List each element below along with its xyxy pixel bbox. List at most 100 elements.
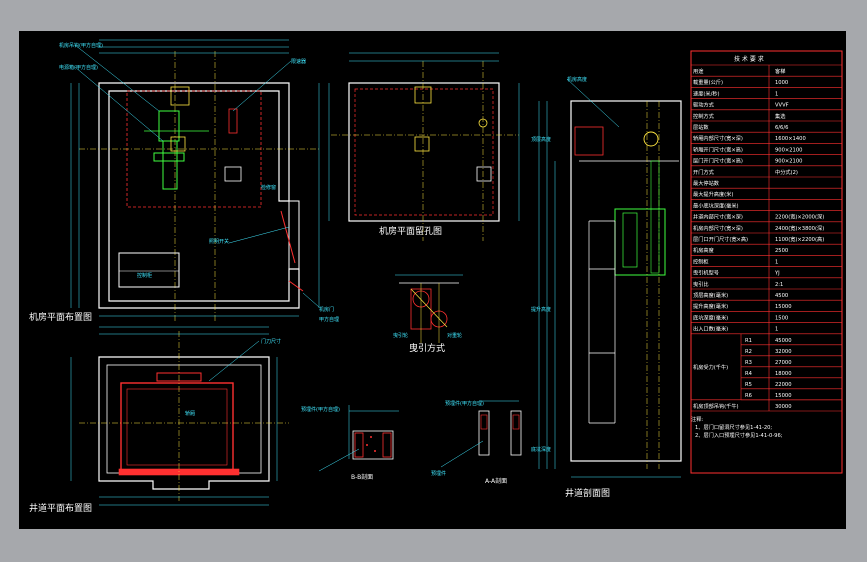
shaft-label-2: 轿厢 bbox=[185, 410, 195, 417]
spec-row-label: 曳引机型号 bbox=[693, 269, 719, 277]
spec-row-label: 开门方式 bbox=[693, 168, 715, 176]
spec-row-label: 载重量(公斤) bbox=[693, 78, 723, 86]
machine-room-plan-title: 机房平面布置图 bbox=[29, 311, 92, 323]
section-label-4: 机房高度 bbox=[567, 76, 587, 83]
spec-row-value: 1 bbox=[775, 91, 778, 97]
spec-row-value: 2200(宽)×2000(深) bbox=[775, 213, 824, 221]
shaft-section: 机房高度 顶层高度 提升高度 底坑深度 井道剖面图 bbox=[531, 76, 682, 499]
load-key: R6 bbox=[745, 393, 752, 399]
spec-row-label: 层站数 bbox=[693, 123, 709, 131]
spec-row-value: 4500 bbox=[775, 293, 788, 299]
spec-row-label: 用途 bbox=[693, 67, 704, 75]
load-value: 22000 bbox=[775, 382, 792, 388]
bb-label-1: 预埋件(甲方自理) bbox=[301, 406, 340, 413]
load-key: R1 bbox=[745, 338, 752, 344]
footer-label: 机房顶部吊钩(千牛) bbox=[693, 402, 739, 410]
aa-label-2: 预埋件 bbox=[431, 470, 446, 477]
shaft-plan-title: 井道平面布置图 bbox=[29, 502, 92, 514]
spec-row-value: 6/6/6 bbox=[775, 125, 788, 131]
spec-row-value: 2:1 bbox=[775, 282, 783, 288]
shaft-plan: 门刀尺寸 轿厢 井道平面布置图 bbox=[29, 326, 289, 514]
load-key: R3 bbox=[745, 360, 752, 366]
spec-row-value: 客梯 bbox=[775, 67, 785, 75]
load-key: R4 bbox=[745, 371, 753, 377]
traction-label-1: 曳引轮 bbox=[393, 332, 408, 339]
spec-row-label: 提升高度(毫米) bbox=[693, 302, 728, 310]
spec-table-title: 技 术 要 求 bbox=[734, 55, 764, 63]
mr-label-3: 控制柜 bbox=[137, 272, 152, 279]
spec-row-value: 1000 bbox=[775, 80, 788, 86]
spec-row-label: 控制方式 bbox=[693, 112, 715, 120]
section-bb: 预埋件(甲方自理) B-B剖面 bbox=[301, 405, 399, 481]
footer-value: 30000 bbox=[775, 404, 792, 410]
elevator-layout-drawing: 机房吊钩(甲方自理) 电源箱(甲方自理) 控制柜 限速器 照明开关 检修窗 机房… bbox=[29, 39, 843, 514]
section-label-1: 顶层高度 bbox=[531, 136, 551, 143]
traction-label-2: 对重轮 bbox=[447, 332, 462, 339]
mr-label-8: 甲方自理 bbox=[319, 316, 339, 323]
section-label-2: 提升高度 bbox=[531, 306, 551, 313]
mr-label-1: 机房吊钩(甲方自理) bbox=[59, 42, 103, 49]
spec-row-label: 层门开门尺寸(宽×高) bbox=[693, 157, 743, 165]
section-bb-title: B-B剖面 bbox=[351, 473, 373, 481]
section-label-3: 底坑深度 bbox=[531, 446, 551, 453]
load-value: 32000 bbox=[775, 349, 792, 355]
load-value: 45000 bbox=[775, 338, 792, 344]
load-key: R5 bbox=[745, 382, 752, 388]
mr-label-2: 电源箱(甲方自理) bbox=[59, 64, 98, 71]
spec-row-label: 机房高度 bbox=[693, 246, 714, 254]
machine-room-holes-plan: 机房平面留孔图 bbox=[328, 52, 520, 241]
spec-row-label: 轿厢内部尺寸(宽×深) bbox=[693, 134, 743, 142]
spec-row-label: 驱动方式 bbox=[693, 101, 715, 109]
spec-row-value: 1100(宽)×2200(高) bbox=[775, 235, 824, 243]
spec-row-value: 1600×1400 bbox=[775, 136, 806, 142]
spec-row-value: 2500 bbox=[775, 248, 788, 254]
note-line: 2、层门入口预埋尺寸参见1-41-0-96; bbox=[695, 431, 783, 439]
spec-row-label: 层门口开门尺寸(宽×高) bbox=[693, 235, 748, 243]
section-aa-title: A-A剖面 bbox=[485, 477, 507, 485]
note-line: 1、层门口留洞尺寸参见1-41-20; bbox=[695, 423, 772, 431]
mr-label-5: 限速器 bbox=[291, 58, 306, 65]
spec-row-label: 最小底坑深度(毫米) bbox=[693, 201, 739, 209]
spec-row-value: 1 bbox=[775, 259, 778, 265]
load-value: 18000 bbox=[775, 371, 792, 377]
shaft-label-1: 门刀尺寸 bbox=[261, 338, 281, 345]
load-value: 15000 bbox=[775, 393, 792, 399]
spec-row-value: 900×2100 bbox=[775, 147, 802, 153]
notes-title: 注释: bbox=[691, 415, 703, 423]
machine-room-holes-title: 机房平面留孔图 bbox=[379, 225, 442, 237]
spec-row-label: 机房内部尺寸(宽×深) bbox=[693, 224, 743, 232]
mr-label-7: 照明开关 bbox=[209, 238, 229, 245]
spec-row-label: 井道内部尺寸(宽×深) bbox=[693, 213, 743, 221]
mr-label-9: 机房门 bbox=[319, 306, 334, 313]
spec-row-label: 出入口数(毫米) bbox=[693, 325, 728, 333]
spec-row-value: 2400(宽)×3800(深) bbox=[775, 224, 824, 232]
spec-row-label: 曳引比 bbox=[693, 280, 709, 288]
loads-label: 机房受力(千牛) bbox=[693, 363, 728, 371]
spec-row-value: 1 bbox=[775, 327, 778, 333]
cad-drawing-canvas[interactable]: 机房吊钩(甲方自理) 电源箱(甲方自理) 控制柜 限速器 照明开关 检修窗 机房… bbox=[19, 31, 846, 529]
spec-row-label: 顶层高度(毫米) bbox=[693, 291, 728, 299]
section-aa: 预埋件(甲方自理) 预埋件 A-A剖面 bbox=[431, 400, 522, 485]
spec-row-label: 轿厢开门尺寸(宽×高) bbox=[693, 145, 743, 153]
spec-row-label: 最大停站数 bbox=[693, 179, 720, 187]
spec-row-value: YJ bbox=[774, 271, 780, 277]
shaft-section-title: 井道剖面图 bbox=[565, 487, 610, 499]
aa-label-1: 预埋件(甲方自理) bbox=[445, 400, 484, 407]
spec-row-value: 15000 bbox=[775, 304, 792, 310]
spec-row-value: 1500 bbox=[775, 315, 788, 321]
spec-row-value: 中分式(2) bbox=[775, 168, 798, 176]
mr-label-6: 检修窗 bbox=[261, 184, 276, 191]
traction-method-title: 曳引方式 bbox=[409, 342, 445, 354]
spec-row-value: VVVF bbox=[775, 103, 789, 109]
spec-row-label: 速度(米/秒) bbox=[693, 89, 720, 97]
spec-row-value: 集选 bbox=[775, 112, 785, 120]
spec-row-label: 底坑深度(毫米) bbox=[693, 313, 728, 321]
spec-row-value: 900×2100 bbox=[775, 159, 802, 165]
load-value: 27000 bbox=[775, 360, 792, 366]
spec-row-label: 控制柜 bbox=[693, 257, 709, 265]
traction-method-diagram: 曳引轮 对重轮 曳引方式 bbox=[393, 274, 463, 354]
load-key: R2 bbox=[745, 349, 752, 355]
spec-row-label: 最大提升高度(米) bbox=[693, 190, 733, 198]
machine-room-plan: 机房吊钩(甲方自理) 电源箱(甲方自理) 控制柜 限速器 照明开关 检修窗 机房… bbox=[29, 39, 339, 323]
